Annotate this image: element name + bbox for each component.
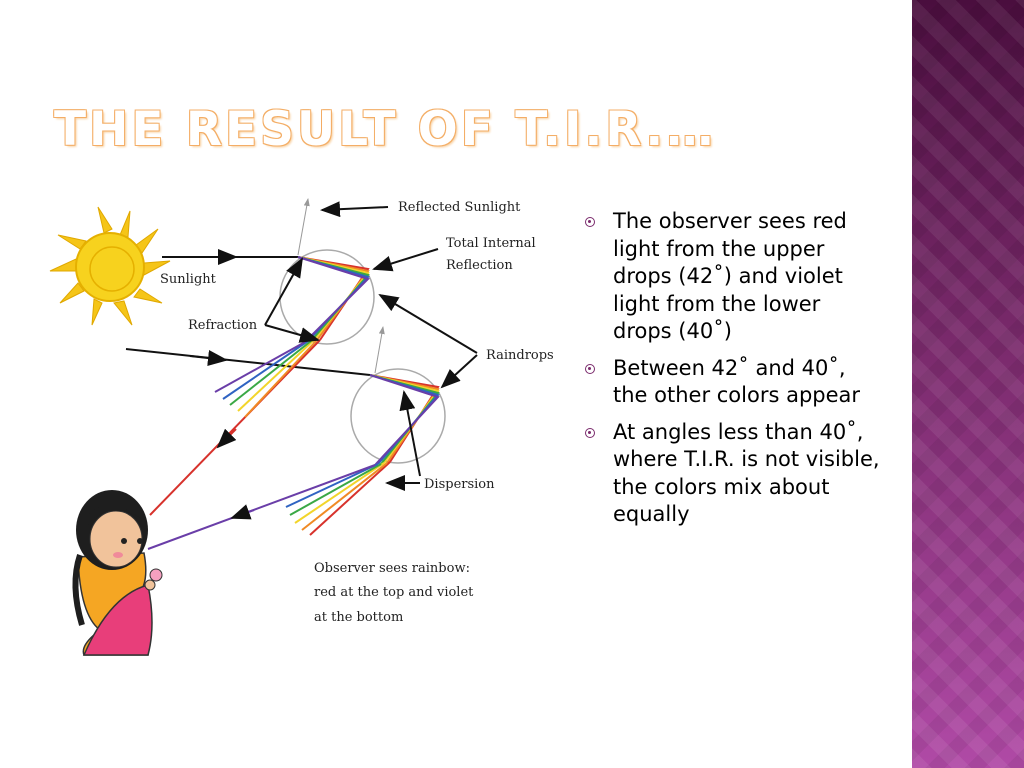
sun-icon xyxy=(49,206,171,326)
observer-figure xyxy=(72,490,163,656)
bullet-text: At angles less than 40˚, where T.I.R. is… xyxy=(613,419,880,527)
label-sunlight: Sunlight xyxy=(160,272,217,287)
label-raindrops: Raindrops xyxy=(486,348,554,363)
decorative-side-band xyxy=(912,0,1024,768)
bullet-item: The observer sees red light from the upp… xyxy=(585,208,885,346)
bullet-circle-icon xyxy=(585,427,595,438)
label-refraction: Refraction xyxy=(188,318,258,333)
observer-caption-line2: red at the top and violet xyxy=(314,585,474,600)
label-dispersion: Dispersion xyxy=(424,477,495,492)
label-total-internal: Total Internal xyxy=(446,236,536,251)
bullet-item: Between 42˚ and 40˚, the other colors ap… xyxy=(585,355,885,410)
raindrop-lower xyxy=(350,368,446,464)
bullet-item: At angles less than 40˚, where T.I.R. is… xyxy=(585,419,885,529)
bullet-circle-icon xyxy=(585,217,595,227)
observer-caption-line1: Observer sees rainbow: xyxy=(314,561,470,576)
slide-title: The Result of T.I.R.… xyxy=(54,102,717,157)
bullet-text: Between 42˚ and 40˚, the other colors ap… xyxy=(613,355,861,408)
label-reflected-sunlight: Reflected Sunlight xyxy=(398,200,521,215)
label-reflection: Reflection xyxy=(446,258,513,273)
rainbow-diagram: Reflected Sunlight Total Internal Reflec… xyxy=(49,198,554,656)
bullet-text: The observer sees red light from the upp… xyxy=(613,209,847,343)
bullet-list: The observer sees red light from the upp… xyxy=(585,208,885,538)
observer-caption-line3: at the bottom xyxy=(314,610,403,625)
bullet-circle-icon xyxy=(585,363,595,374)
